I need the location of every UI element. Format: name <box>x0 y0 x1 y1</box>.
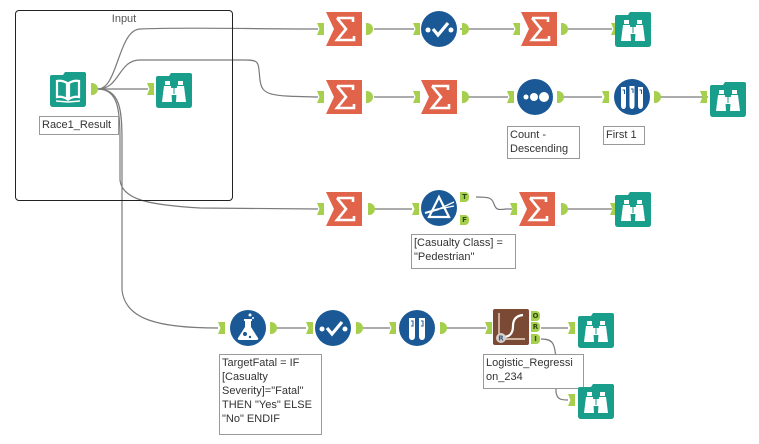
prism-icon <box>421 190 457 226</box>
summarize-output-anchor[interactable] <box>368 203 375 215</box>
tool-annotation: [Casualty Class] = "Pedestrian" <box>411 234 516 269</box>
browse-tool[interactable] <box>156 72 192 108</box>
select-tool[interactable] <box>315 310 351 346</box>
book-icon <box>50 72 86 107</box>
create-samples-output-anchor[interactable] <box>440 322 447 334</box>
tool-annotation: TargetFatal = IF [Casualty Severity]="Fa… <box>219 354 322 435</box>
binoculars-icon <box>615 12 651 47</box>
select-tool[interactable] <box>421 11 457 47</box>
filter-true-anchor[interactable]: T <box>460 192 469 202</box>
test-tubes-icon <box>399 310 435 346</box>
logistic-regression-tool[interactable]: R <box>493 309 529 345</box>
browse-input-anchor[interactable] <box>611 23 618 35</box>
select-input-anchor[interactable] <box>413 23 420 35</box>
filter-false-anchor[interactable]: F <box>460 215 469 225</box>
binoculars-icon <box>156 73 192 108</box>
summarize-input-anchor[interactable] <box>317 91 324 103</box>
filter-input-anchor[interactable] <box>412 203 419 215</box>
browse-tool[interactable] <box>615 191 651 227</box>
sigma-icon <box>326 191 362 227</box>
sigma-icon <box>421 79 457 115</box>
logistic-curve-icon: R <box>493 309 529 345</box>
summarize-tool[interactable] <box>326 11 362 47</box>
sigma-icon <box>326 11 362 47</box>
tool-annotation: Count - Descending <box>507 126 580 159</box>
summarize-output-anchor[interactable] <box>366 23 373 35</box>
sigma-icon <box>519 191 555 227</box>
formula-tool[interactable] <box>230 310 266 346</box>
dots-icon <box>517 79 553 115</box>
browse-input-anchor[interactable] <box>147 83 154 95</box>
browse-input-anchor[interactable] <box>700 91 707 103</box>
summarize-tool[interactable] <box>521 11 557 47</box>
logistic-regression-input-anchor[interactable] <box>485 322 492 334</box>
test-tubes-icon <box>614 79 650 115</box>
svg-text:R: R <box>498 335 504 343</box>
create-samples-input-anchor[interactable] <box>389 322 396 334</box>
create-samples-tool[interactable] <box>399 310 435 346</box>
container-title: Input <box>111 13 137 25</box>
sort-input-anchor[interactable] <box>507 91 514 103</box>
logistic-output-i-anchor[interactable]: I <box>531 334 540 344</box>
summarize-output-anchor[interactable] <box>462 91 469 103</box>
browse-tool[interactable] <box>578 383 614 419</box>
summarize-output-anchor[interactable] <box>561 23 568 35</box>
logistic-output-r-anchor[interactable]: R <box>531 322 540 332</box>
sort-tool[interactable] <box>517 79 553 115</box>
summarize-input-anchor[interactable] <box>513 23 520 35</box>
sigma-icon <box>521 11 557 47</box>
tool-annotation: Logistic_Regressi on_234 <box>483 354 584 389</box>
formula-output-anchor[interactable] <box>270 322 277 334</box>
summarize-output-anchor[interactable] <box>561 203 568 215</box>
sample-input-anchor[interactable] <box>602 91 609 103</box>
browse-input-anchor[interactable] <box>610 203 617 215</box>
tool-annotation: Race1_Result <box>39 116 119 135</box>
summarize-output-anchor[interactable] <box>366 91 373 103</box>
formula-input-anchor[interactable] <box>218 322 225 334</box>
sample-output-anchor[interactable] <box>654 91 661 103</box>
filter-tool[interactable] <box>421 190 457 226</box>
logistic-output-o-anchor[interactable]: O <box>531 311 540 321</box>
browse-input-anchor[interactable] <box>568 394 575 406</box>
select-input-anchor[interactable] <box>306 322 313 334</box>
summarize-input-anchor[interactable] <box>317 203 324 215</box>
binoculars-icon <box>578 313 614 348</box>
summarize-tool[interactable] <box>519 191 555 227</box>
sample-tool[interactable] <box>614 79 650 115</box>
binoculars-icon <box>710 82 746 117</box>
summarize-input-anchor[interactable] <box>413 91 420 103</box>
checkmark-icon <box>421 11 457 47</box>
summarize-input-anchor[interactable] <box>317 23 324 35</box>
browse-tool[interactable] <box>578 312 614 348</box>
summarize-tool[interactable] <box>421 79 457 115</box>
summarize-input-anchor[interactable] <box>510 203 517 215</box>
input-data-tool[interactable] <box>50 71 86 107</box>
select-output-anchor[interactable] <box>356 322 363 334</box>
browse-tool[interactable] <box>615 11 651 47</box>
browse-input-anchor[interactable] <box>568 322 575 334</box>
flask-icon <box>230 310 266 346</box>
input-output-anchor[interactable] <box>91 83 98 95</box>
input-container[interactable]: Input <box>15 10 233 201</box>
browse-tool[interactable] <box>710 81 746 117</box>
binoculars-icon <box>615 192 651 227</box>
sigma-icon <box>326 79 362 115</box>
checkmark-icon <box>315 310 351 346</box>
tool-annotation: First 1 <box>603 126 645 145</box>
select-output-anchor[interactable] <box>462 23 469 35</box>
summarize-tool[interactable] <box>326 79 362 115</box>
sort-output-anchor[interactable] <box>557 91 564 103</box>
binoculars-icon <box>578 384 614 419</box>
summarize-tool[interactable] <box>326 191 362 227</box>
